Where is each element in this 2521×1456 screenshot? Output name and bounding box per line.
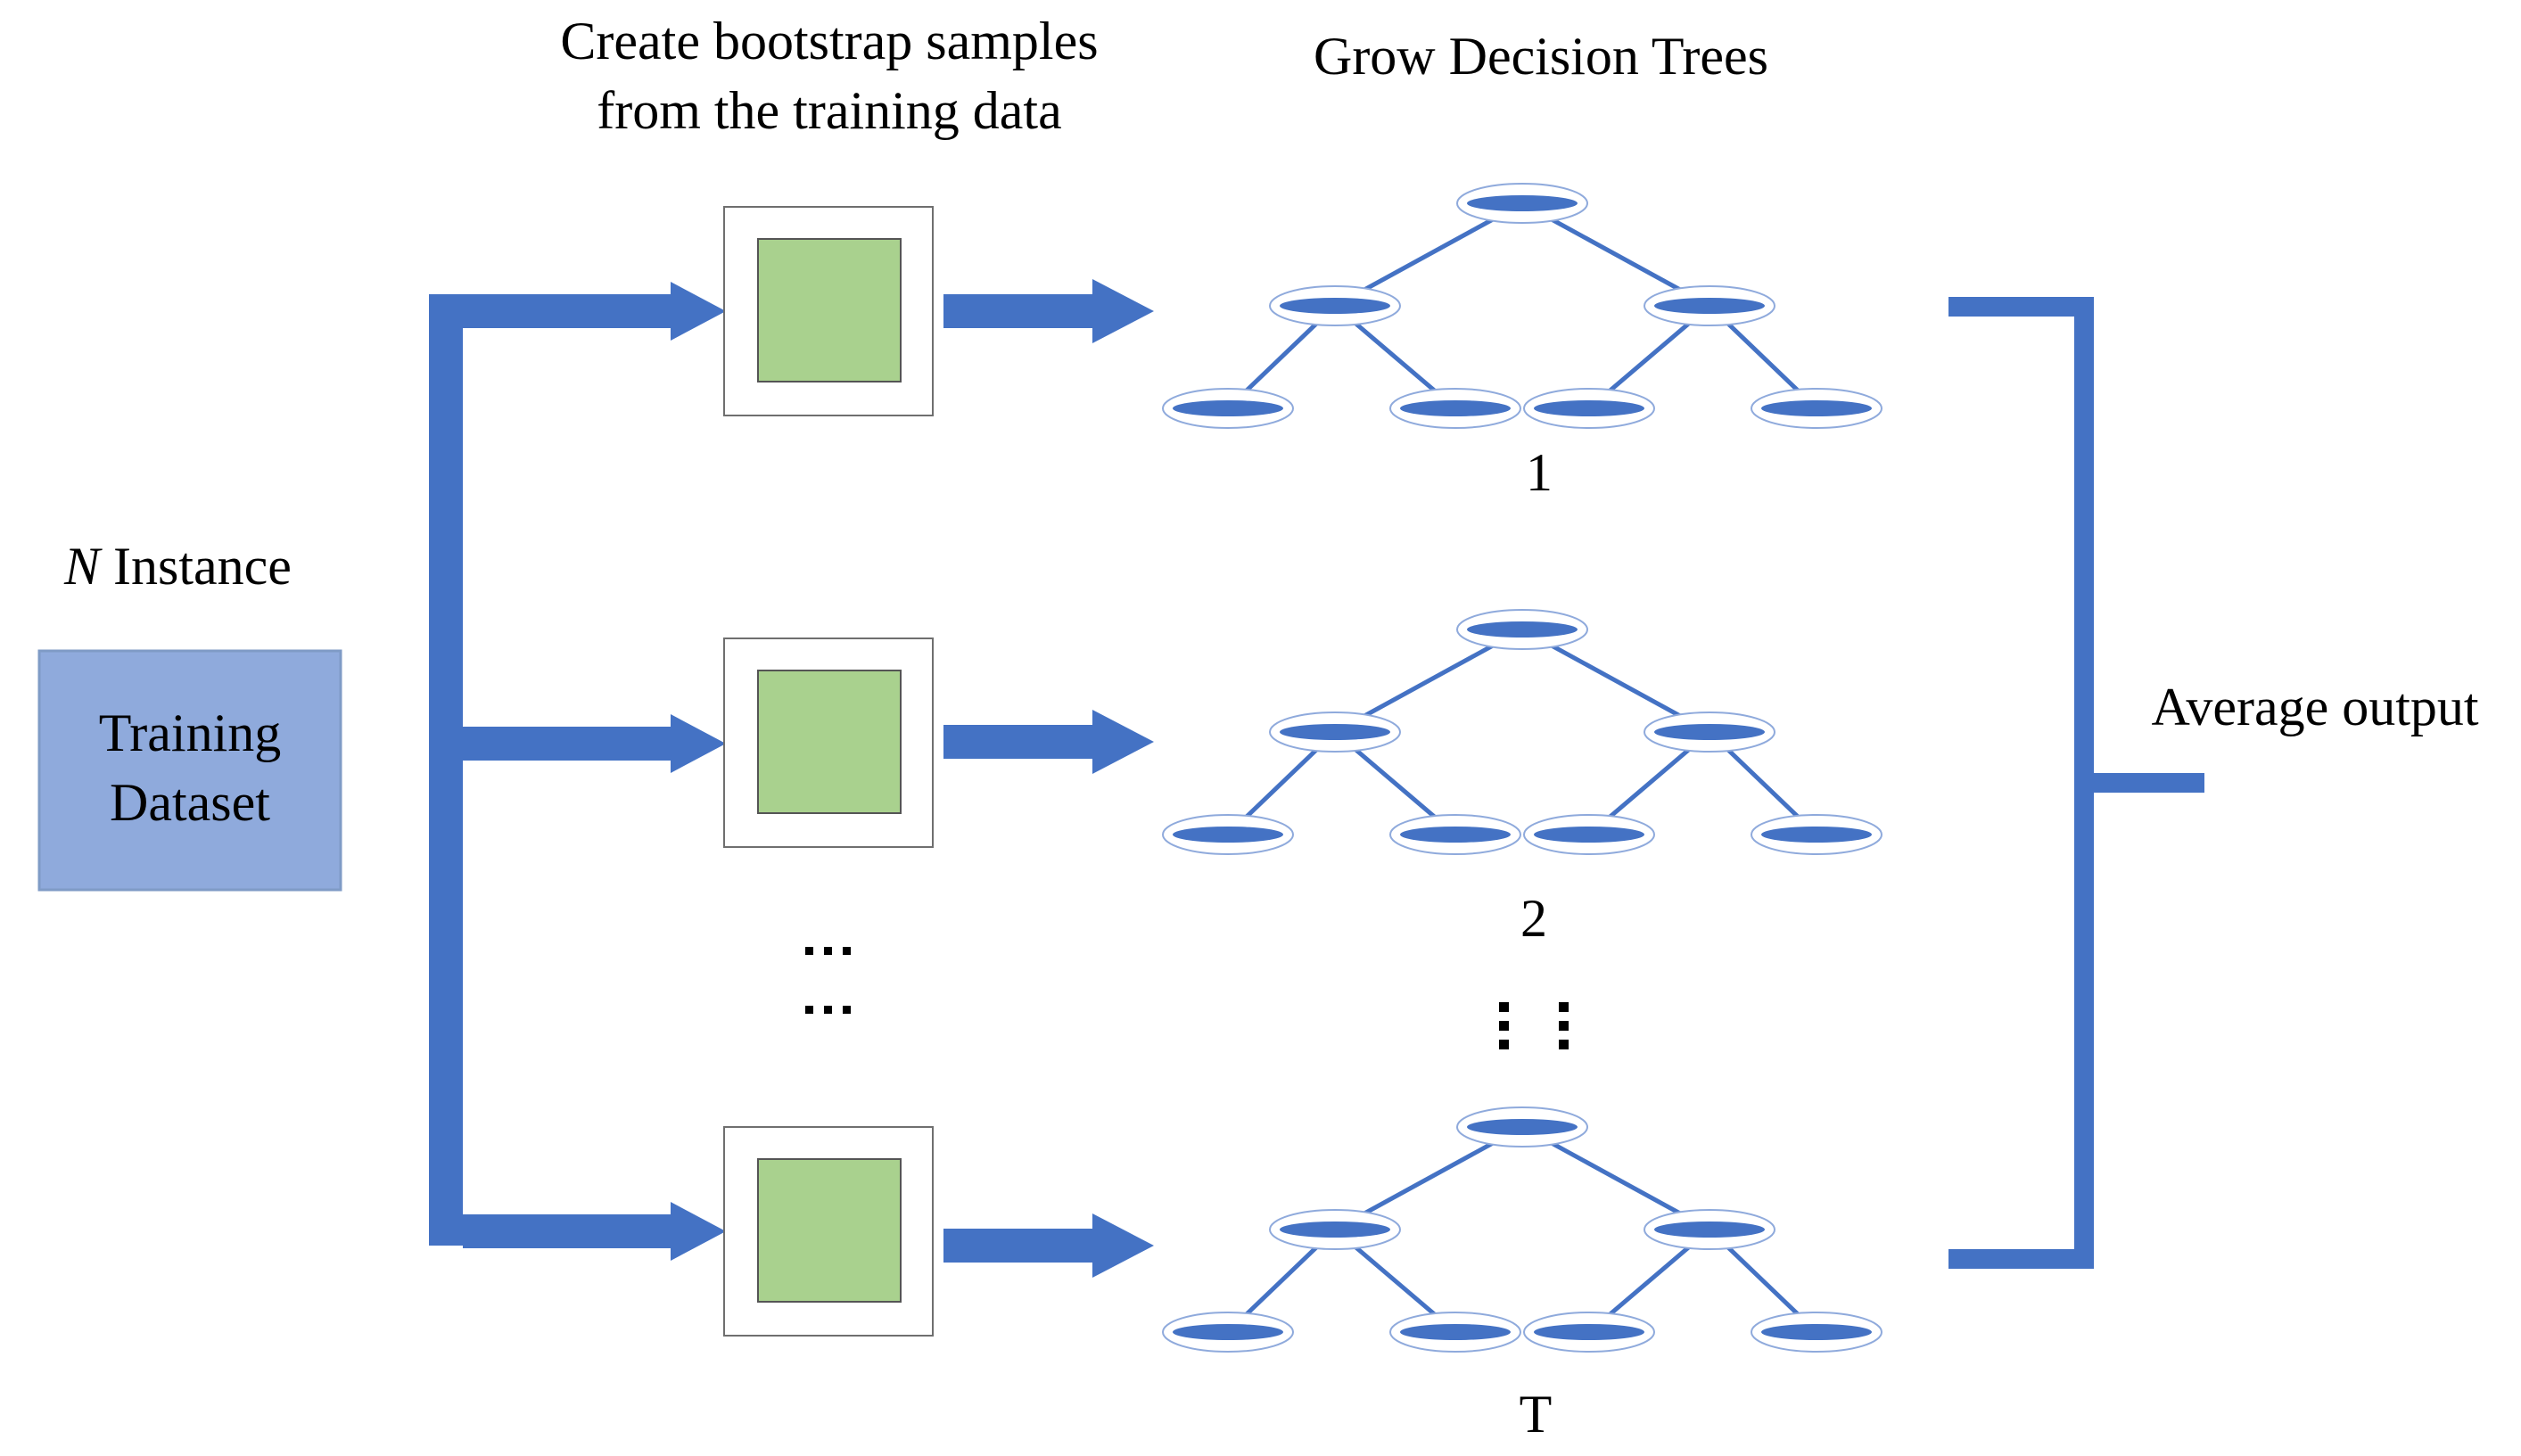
aggregation-bracket: [1948, 297, 2204, 1269]
branch-arrow-1: [446, 282, 726, 341]
sample-to-tree-arrow-3: [943, 1213, 1154, 1278]
sample-to-tree-arrow-2: [943, 710, 1154, 774]
bootstrap-sample-icon: [723, 206, 934, 416]
bootstrap-sample-icon: [723, 638, 934, 848]
sample-to-tree-arrow-1: [943, 279, 1154, 343]
training-dataset-box: [37, 649, 342, 892]
samples-ellipsis: [805, 947, 851, 1014]
training-dataset-label-line2: Dataset: [110, 773, 270, 832]
bootstrap-sample-icon: [723, 1126, 934, 1337]
bootstrap-header-line2: from the training data: [597, 81, 1061, 140]
instance-variable: N: [63, 537, 103, 596]
average-output-label: Average output: [2151, 678, 2478, 736]
instance-label: N Instance: [63, 537, 292, 596]
decision-tree-icon: [1163, 1107, 1882, 1352]
decision-tree-icon: [1163, 610, 1882, 854]
tree-label-1: 1: [1526, 443, 1553, 502]
training-dataset-label-line1: Training: [99, 703, 282, 762]
bootstrap-header-line1: Create bootstrap samples: [560, 12, 1098, 70]
trees-ellipsis: [1499, 1002, 1569, 1049]
branch-arrow-2: [463, 714, 726, 773]
tree-label-2: 2: [1520, 889, 1547, 948]
branch-arrow-3: [463, 1202, 726, 1261]
instance-word: Instance: [100, 537, 292, 596]
distribution-trunk: [429, 294, 463, 1246]
tree-label-3: T: [1520, 1385, 1553, 1444]
decision-tree-icon: [1163, 184, 1882, 428]
trees-header: Grow Decision Trees: [1314, 27, 1768, 86]
